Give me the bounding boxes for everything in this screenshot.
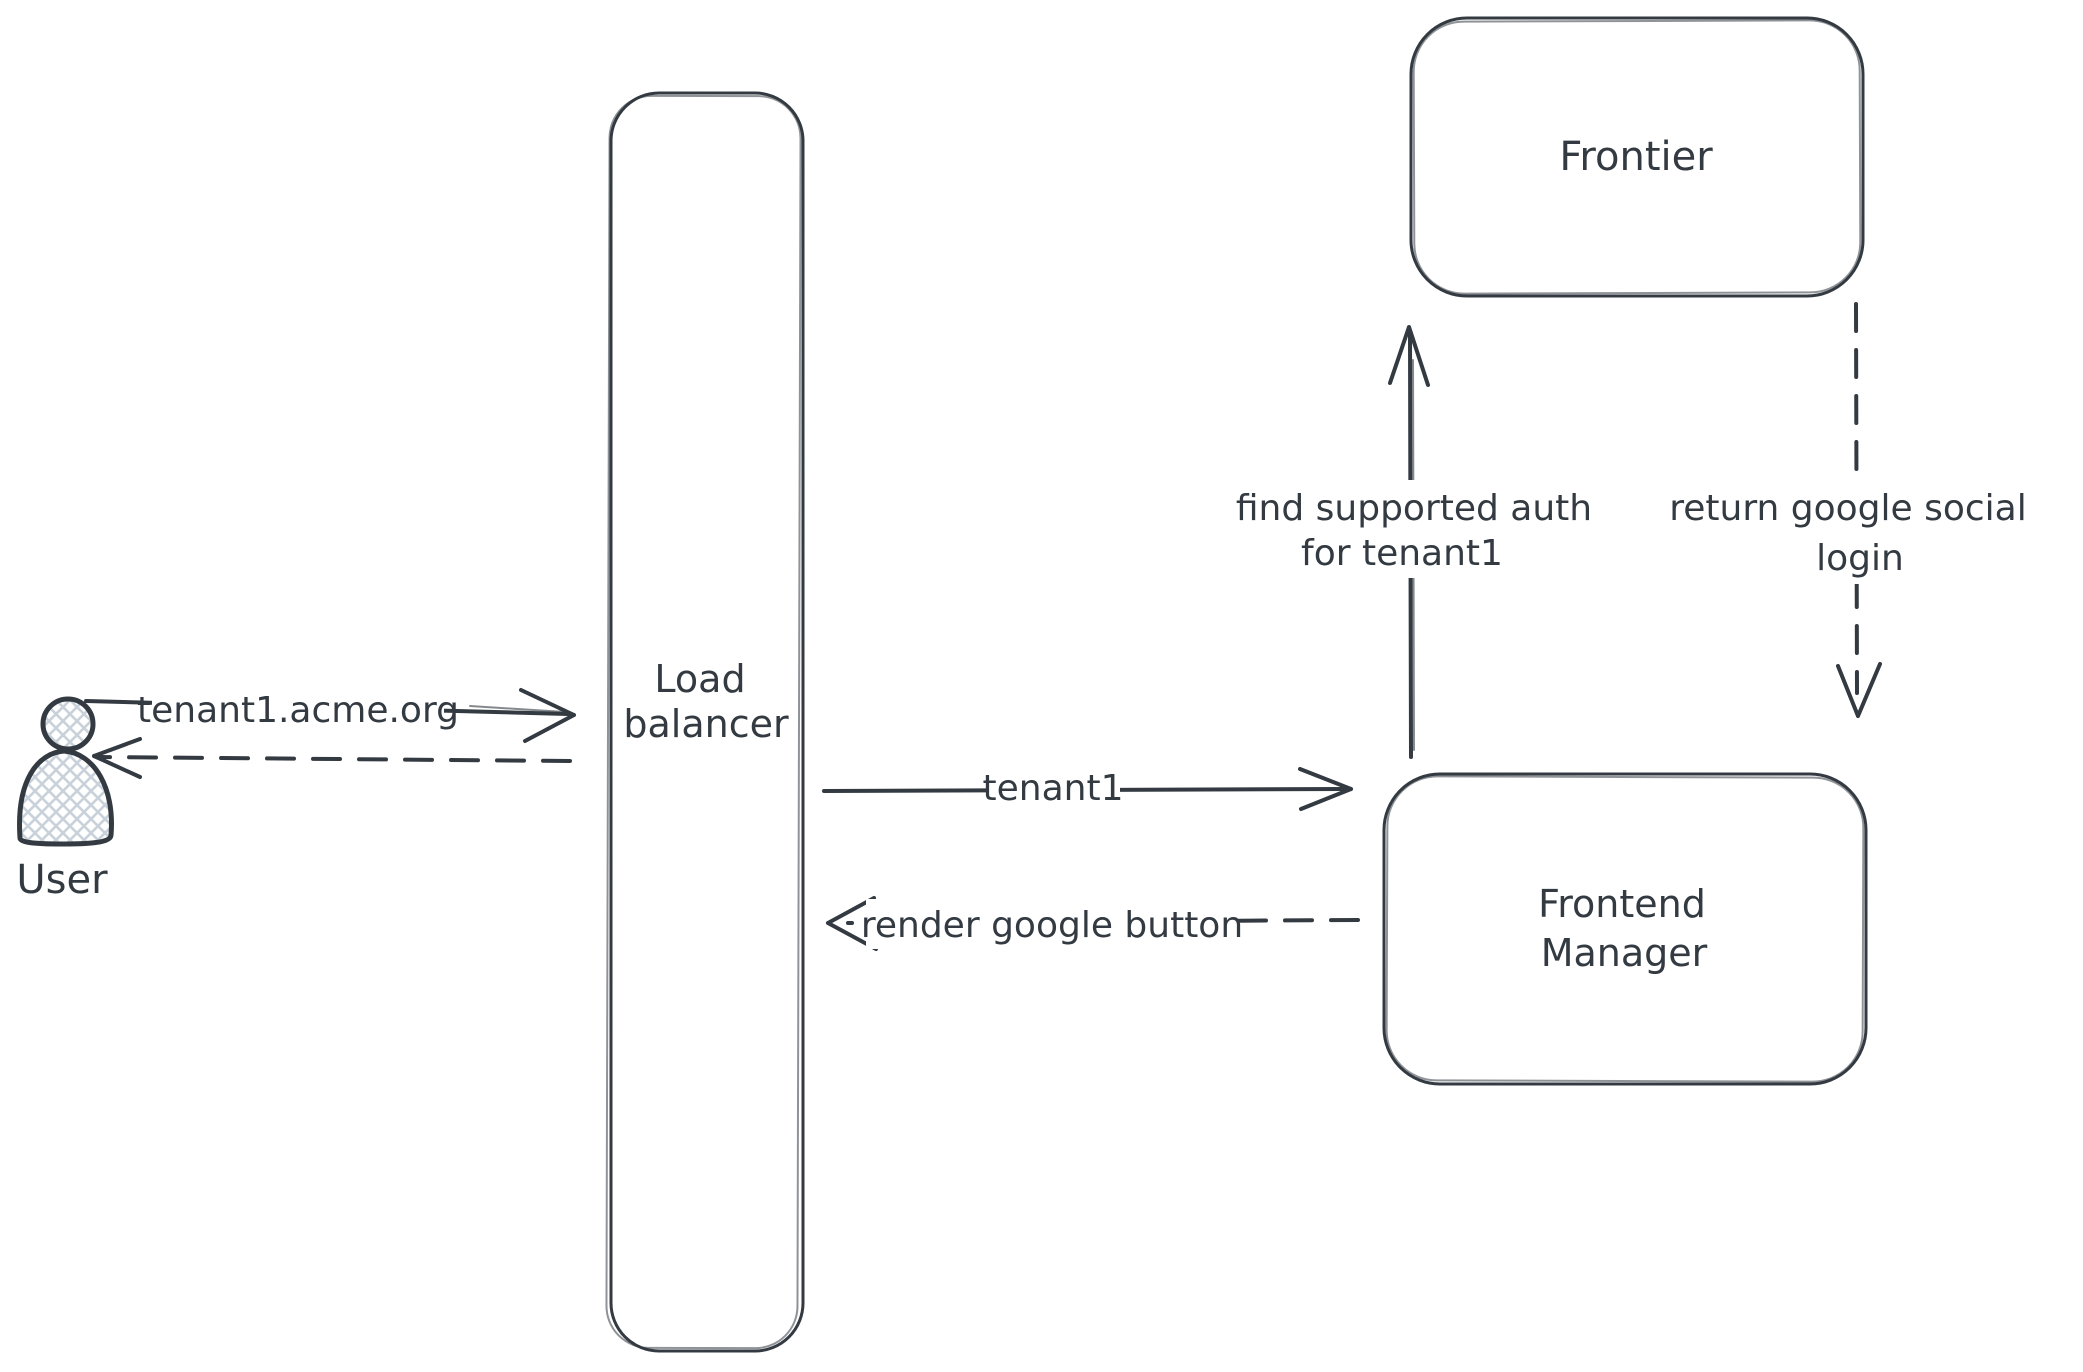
load-balancer-label-line1: Load	[654, 657, 745, 701]
label-background	[1208, 480, 1620, 578]
lb-to-fm-label: tenant1	[983, 768, 1124, 809]
arrowhead-left-icon	[92, 737, 142, 779]
arrow-frontier-return[interactable]: return google social login	[1652, 302, 2048, 718]
frontier-return-label-line2: login	[1816, 538, 1904, 579]
fm-find-auth-label-line1: find supported auth	[1236, 488, 1592, 529]
sketch-echo	[1385, 775, 1865, 1083]
label-background	[986, 764, 1120, 810]
frontend-manager-label-line1: Frontend	[1538, 882, 1706, 926]
arrow-fm-find-auth[interactable]: find supported auth for tenant1	[1208, 325, 1620, 759]
user-request-label: tenant1.acme.org	[137, 690, 459, 731]
arrow-lb-to-fm[interactable]: tenant1	[822, 764, 1353, 811]
sketch-echo	[469, 705, 566, 713]
user-icon	[17, 748, 114, 847]
sketch-echo	[605, 94, 802, 1350]
sketch-echo	[1412, 19, 1862, 295]
load-balancer-label-line2: balancer	[623, 702, 789, 746]
arrow-user-request[interactable]: tenant1.acme.org	[84, 682, 576, 743]
fm-render-label: render google button	[861, 905, 1243, 946]
arrowhead-right-icon	[1298, 767, 1353, 811]
arrowhead-down-icon	[1836, 662, 1882, 718]
arrow-lb-response[interactable]	[92, 737, 572, 779]
arrowhead-up-icon	[1388, 325, 1430, 387]
frontier-return-label-line1: return google social	[1669, 488, 2027, 529]
frontier-label: Frontier	[1559, 134, 1713, 180]
label-background	[152, 682, 444, 736]
fm-find-auth-label-line2: for tenant1	[1301, 533, 1503, 574]
label-background	[1652, 482, 2048, 584]
arrowhead-right-icon	[519, 688, 576, 743]
label-background	[866, 899, 1238, 949]
frontend-manager-label-line2: Manager	[1541, 931, 1708, 975]
actor-user[interactable]: User	[16, 696, 114, 903]
node-frontier[interactable]: Frontier	[1409, 16, 1865, 298]
user-icon-head	[40, 696, 96, 752]
node-load-balancer[interactable]: Load balancer	[605, 91, 805, 1353]
user-label: User	[16, 857, 108, 903]
arrow-fm-render[interactable]: render google button	[826, 896, 1360, 951]
node-frontend-manager[interactable]: Frontend Manager	[1382, 772, 1868, 1086]
